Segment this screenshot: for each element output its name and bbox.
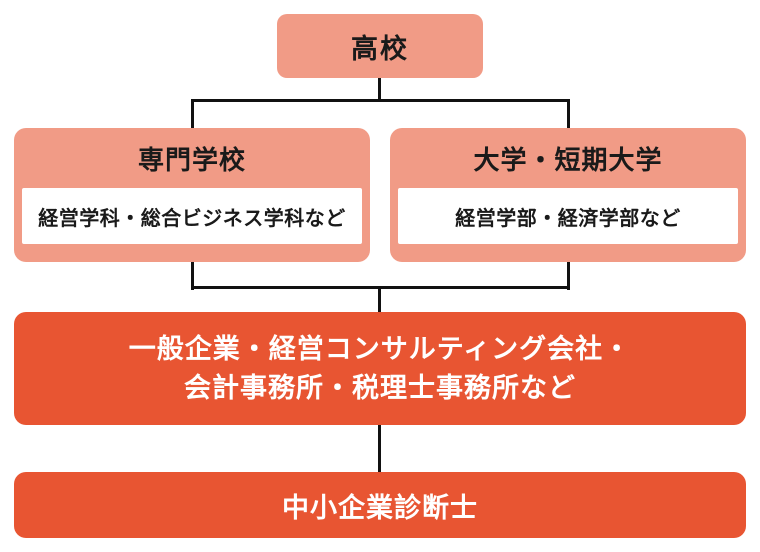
connector-bottom-vertical: [378, 425, 381, 472]
node-vocational-school: 専門学校 経営学科・総合ビジネス学科など: [14, 128, 370, 262]
companies-line-1: 一般企業・経営コンサルティング会社・: [128, 333, 632, 365]
connector-mid-center-vertical: [378, 286, 381, 312]
connector-top-right-vertical: [567, 99, 570, 128]
university-title: 大学・短期大学: [473, 145, 663, 176]
connector-top-center-vertical: [378, 78, 381, 102]
university-subtitle: 経営学部・経済学部など: [398, 188, 738, 244]
connector-top-left-vertical: [191, 99, 194, 128]
connector-mid-left-vertical: [191, 262, 194, 290]
companies-line-2: 会計事務所・税理士事務所など: [184, 372, 576, 404]
vocational-school-subtitle: 経営学科・総合ビジネス学科など: [22, 188, 362, 244]
vocational-school-title: 専門学校: [137, 145, 246, 176]
node-university: 大学・短期大学 経営学部・経済学部など: [390, 128, 746, 262]
connector-top-horizontal: [191, 99, 570, 102]
node-consultant: 中小企業診断士: [14, 472, 746, 538]
node-highschool: 高校: [277, 14, 483, 78]
connector-mid-right-vertical: [567, 262, 570, 290]
node-companies: 一般企業・経営コンサルティング会社・ 会計事務所・税理士事務所など: [14, 312, 746, 425]
